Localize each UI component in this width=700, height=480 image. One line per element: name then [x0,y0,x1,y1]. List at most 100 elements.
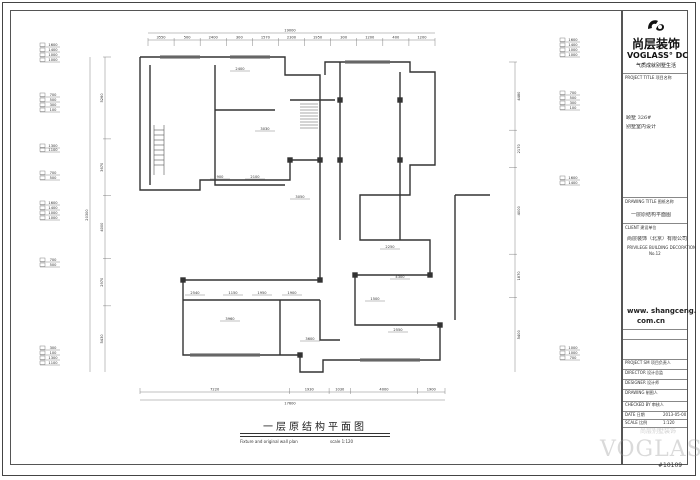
brand-logo-icon [648,20,664,31]
dimension-left: 4000 [100,222,104,232]
level-marker: 1600 [48,201,58,205]
company-address: No.12 [649,251,661,256]
level-marker-box [39,42,46,47]
level-marker: 1600 [568,176,578,180]
level-marker-box [559,350,566,355]
interior-dimension: 2250 [385,245,395,249]
exterior-wall [299,61,441,373]
level-marker: 1600 [48,43,58,47]
level-marker-box [39,107,46,112]
interior-dimension: 2550 [393,328,403,332]
interior-wall [319,300,340,341]
date-value: 2013-05-00 [663,412,687,417]
website-line-1: www. shangceng. [627,307,697,315]
level-marker-box [559,47,566,52]
level-marker-box [39,262,46,267]
company-name-en: PRIVILEGE BUILDING DECORATION [627,245,696,250]
website-line-2: com.cn [637,317,666,325]
drawing-person-label: DRAWING 制图人 [625,390,658,395]
dimension-top: 400 [392,36,400,40]
level-marker: 1000 [48,58,58,62]
interior-dimension: 1500 [370,297,380,301]
director-label: DIRECTOR 设计总监 [625,370,664,375]
level-marker: 700 [50,258,58,262]
level-marker-box [39,92,46,97]
dimension-right: 2170 [517,144,521,154]
tb-divider [623,427,687,428]
plan-title-underline [240,433,390,437]
level-marker: 1000 [568,346,578,350]
level-marker: 300 [50,346,58,350]
interior-dimension: 4300 [395,275,405,279]
dimension-top: 2400 [209,36,219,40]
dimension-left-total: 20300 [85,209,89,221]
level-marker-box [39,97,46,102]
level-marker-box [559,100,566,105]
exterior-wall [140,56,321,160]
dimension-bottom: 1900 [427,388,437,392]
level-marker-box [39,257,46,262]
level-marker: 1400 [568,181,578,185]
level-marker-box [39,210,46,215]
level-marker-box [39,52,46,57]
dimension-top: 300 [340,36,348,40]
tb-divider [623,329,687,330]
level-marker: 1000 [568,53,578,57]
dimension-left: 3670 [100,162,104,172]
level-marker-box [559,37,566,42]
tb-divider [623,419,687,420]
tb-divider [623,369,687,370]
level-marker-box [559,90,566,95]
level-marker: 1000 [568,48,578,52]
project-sm-label: PROJECT SM 项目负责人 [625,360,671,365]
structural-column [287,157,293,163]
level-marker-box [39,147,46,152]
interior-dimension: 1950 [257,291,267,295]
company-name-cn: 尚层装饰（北京）有限公司 [627,236,688,242]
checked-label: CHECKED BY 审核人 [625,402,664,407]
level-marker: 1000 [48,53,58,57]
level-marker-box [559,95,566,100]
brand-name-cn: 尚层装饰 [631,37,680,51]
level-marker-box [39,47,46,52]
level-marker: 300 [570,101,578,105]
level-marker-box [39,355,46,360]
level-marker: 700 [50,171,58,175]
plan-title: 一层原结构平面图 [263,422,367,433]
dimension-bottom-total: 17600 [284,402,296,406]
structural-column [337,157,343,163]
level-marker: 1100 [48,148,58,152]
interior-dimension: 3600 [305,337,315,341]
interior-dimension: 1150 [228,291,238,295]
interior-dimension: 900 [217,175,225,179]
interior-dimension: 2100 [250,175,260,179]
tb-divider [623,359,687,360]
dimension-right: 1870 [517,271,521,281]
tb-divider [623,197,687,198]
brand-slogan: 气质成就别墅生活 [635,63,676,69]
dimension-left: 5430 [100,334,104,344]
level-marker-box [39,57,46,62]
tb-divider [623,379,687,380]
structural-column [427,272,433,278]
level-marker: 1300 [48,144,58,148]
level-marker: 700 [570,356,578,360]
structural-column [180,277,186,283]
dimension-top: 1200 [417,36,427,40]
interior-dimension: 3030 [260,127,270,131]
scale-label: SCALE 比例 [625,420,648,425]
dimension-top: 1950 [313,36,323,40]
dimension-top-total: 19000 [284,29,296,33]
interior-dimension: 1900 [287,291,297,295]
brand-name-en: VOGLASS° DC [627,51,689,60]
title-block: 尚层装饰 VOGLASS° DC 气质成就别墅生活 PROJECT TITLE … [622,10,696,465]
level-marker-box [39,102,46,107]
interior-dimension: 2400 [235,67,245,71]
client-label: CLIENT 建设单位 [625,225,657,230]
level-marker-box [559,355,566,360]
structural-column [397,97,403,103]
dimension-right: 4000 [517,206,521,216]
level-marker: 500 [50,98,58,102]
scale-value: 1:120 [663,420,675,425]
